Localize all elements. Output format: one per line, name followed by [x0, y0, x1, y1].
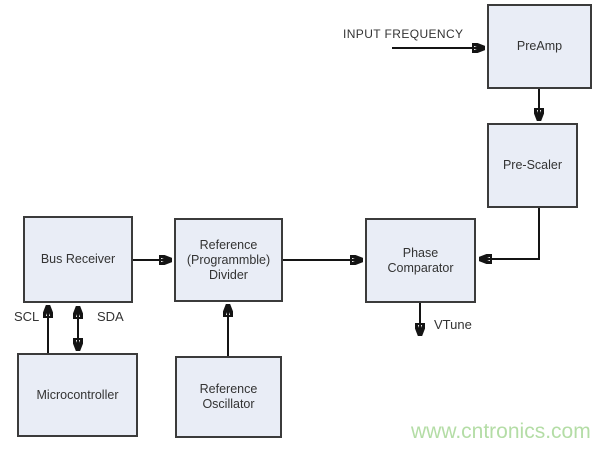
vtune-label: VTune — [434, 317, 472, 332]
sda-label: SDA — [97, 309, 124, 324]
scl-label: SCL — [14, 309, 40, 324]
input-frequency-label: INPUT FREQUENCY — [343, 27, 464, 41]
arrow-prescaler-to-phase-comparator — [480, 208, 540, 259]
block-preamp: PreAmp — [487, 4, 592, 89]
watermark: www.cntronics.com — [411, 420, 591, 443]
block-bus-receiver: Bus Receiver — [23, 216, 133, 303]
block-reference-oscillator: Reference Oscillator — [175, 356, 282, 438]
block-reference-divider: Reference (Programmble) Divider — [174, 218, 283, 302]
block-pre-scaler: Pre-Scaler — [487, 123, 578, 208]
block-phase-comparator: Phase Comparator — [365, 218, 476, 303]
block-microcontroller: Microcontroller — [17, 353, 138, 437]
